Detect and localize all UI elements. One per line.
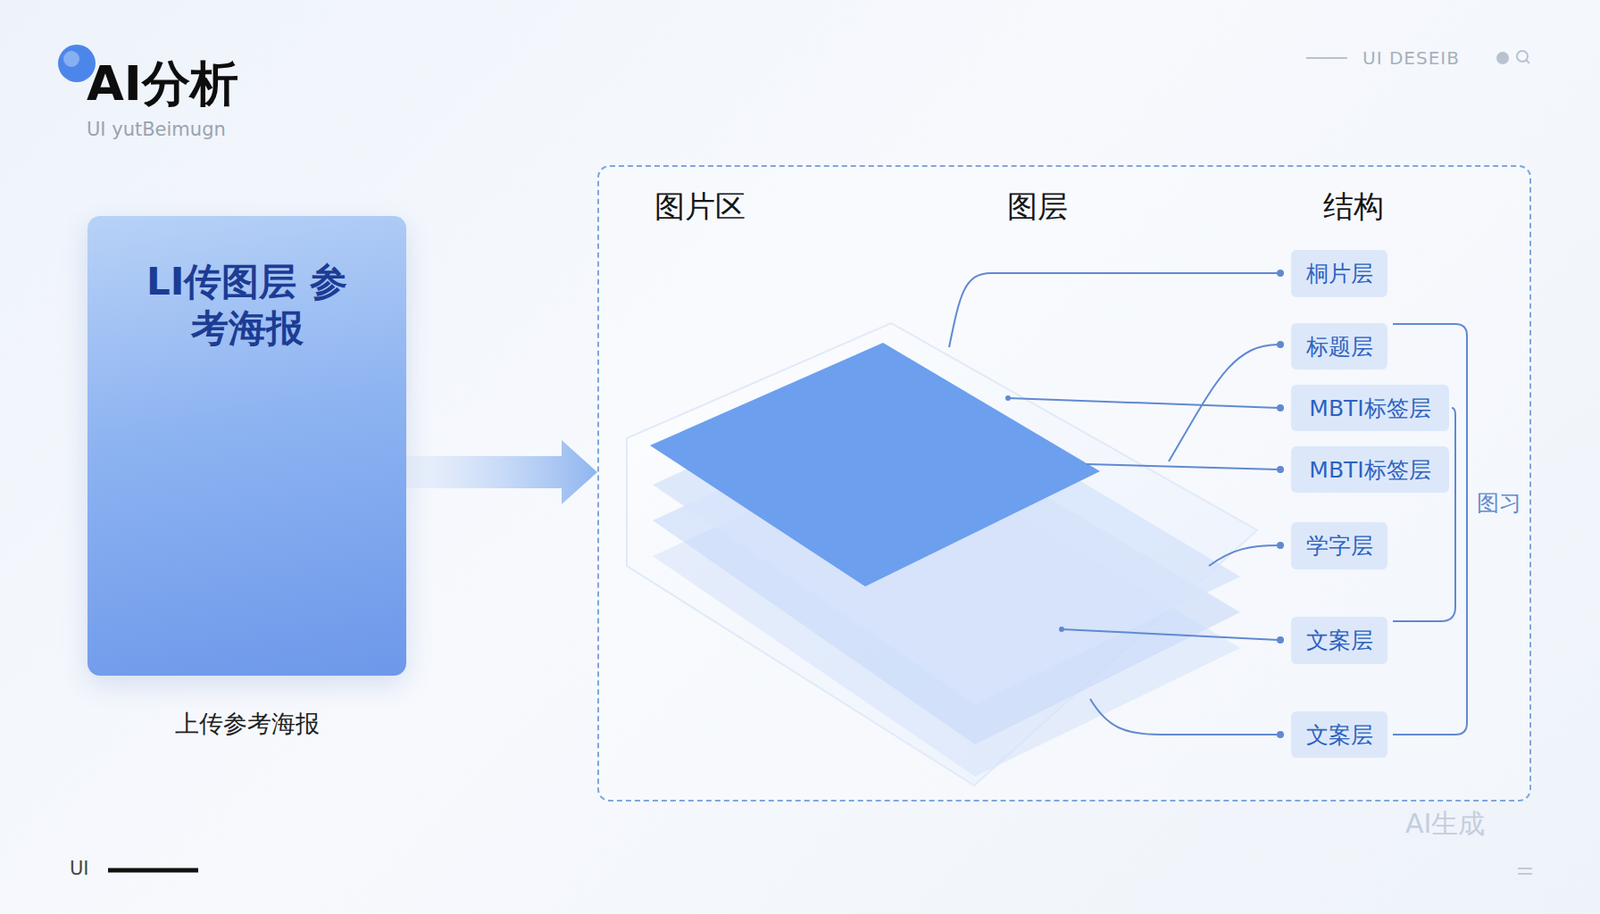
layer-tag: 文案层	[1291, 711, 1388, 759]
layer-tag: 桐片层	[1291, 250, 1388, 298]
note-label: UI	[69, 858, 90, 880]
tag-text: MBTI标签层	[1308, 393, 1431, 424]
note-label: AI生成	[1405, 806, 1485, 843]
svg-circle	[1496, 51, 1509, 65]
note-label: UI DESEIB	[1362, 47, 1460, 69]
layer-panel: 图片区图层结构桐片层标题层MBTI标签层MBTI标签层学字层文案层文案层	[597, 165, 1532, 802]
tag-text: 标题层	[1306, 332, 1374, 362]
layer-tag: 学字层	[1291, 522, 1388, 570]
svg-polygon	[406, 440, 598, 505]
poster-title: LI传图层 参考海报	[135, 258, 359, 352]
svg-line	[1306, 57, 1348, 59]
flow-arrow	[406, 440, 598, 505]
svg-line	[108, 868, 199, 874]
column-heading: 结构	[1323, 186, 1384, 228]
tag-text: 文案层	[1306, 625, 1374, 656]
tag-text: 文案层	[1306, 720, 1374, 750]
column-heading: 图片区	[654, 186, 746, 228]
poster-card: LI传图层 参考海报上传参考海报	[87, 216, 407, 676]
column-heading: 图层	[1007, 186, 1068, 228]
svg-line	[1517, 873, 1533, 875]
layer-tag: MBTI标签层	[1291, 384, 1450, 432]
svg-circle	[63, 50, 80, 67]
tag-text: MBTI标签层	[1308, 455, 1431, 485]
poster-caption: 上传参考海报	[87, 708, 407, 741]
svg-line	[1517, 867, 1533, 870]
page-title: AI分析	[86, 51, 239, 117]
layer-tag: 标题层	[1291, 323, 1388, 370]
note-label: UI yutBeimugn	[86, 118, 226, 141]
layer-tag: 文案层	[1291, 616, 1388, 665]
layer-tag: MBTI标签层	[1291, 446, 1450, 493]
svg-line	[1525, 59, 1530, 64]
tag-text: 桐片层	[1306, 258, 1374, 289]
tag-text: 学字层	[1306, 531, 1374, 561]
